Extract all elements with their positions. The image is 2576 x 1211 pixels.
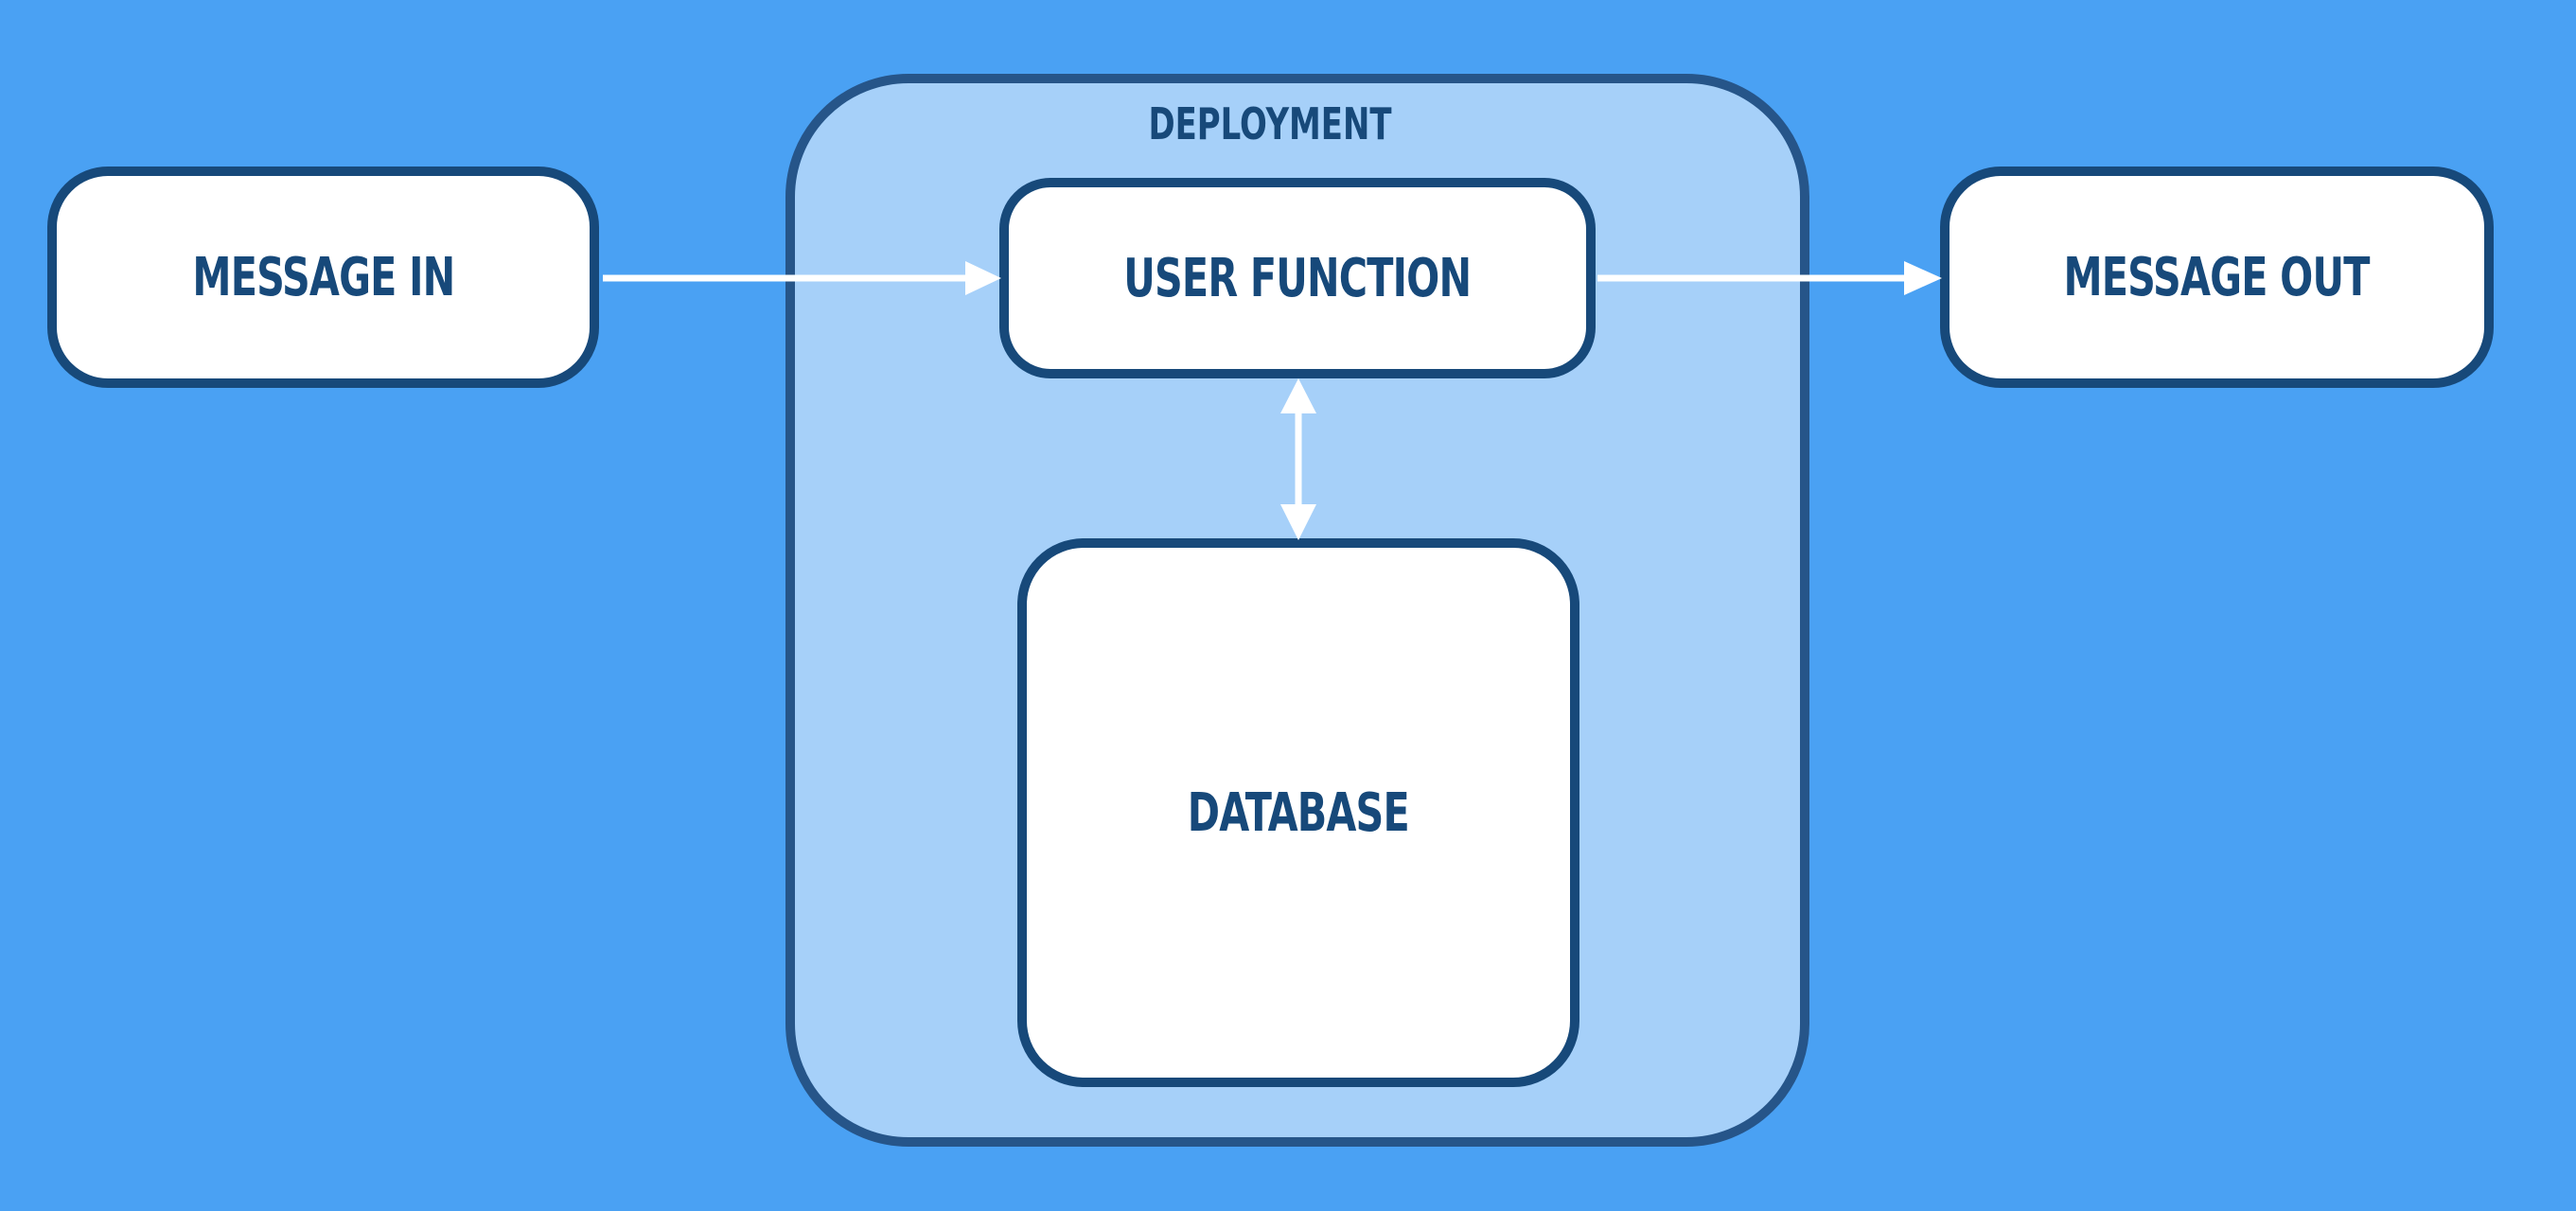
message-out-node: MESSAGE OUT [1940,167,2494,388]
message-out-label: MESSAGE OUT [2063,246,2371,308]
deployment-group-title: DEPLOYMENT [1148,98,1392,149]
user-function-node: USER FUNCTION [999,178,1596,378]
message-in-label: MESSAGE IN [191,246,455,308]
database-node: DATABASE [1017,538,1579,1087]
message-in-node: MESSAGE IN [47,167,599,388]
database-label: DATABASE [1187,781,1410,844]
user-function-label: USER FUNCTION [1123,247,1473,309]
